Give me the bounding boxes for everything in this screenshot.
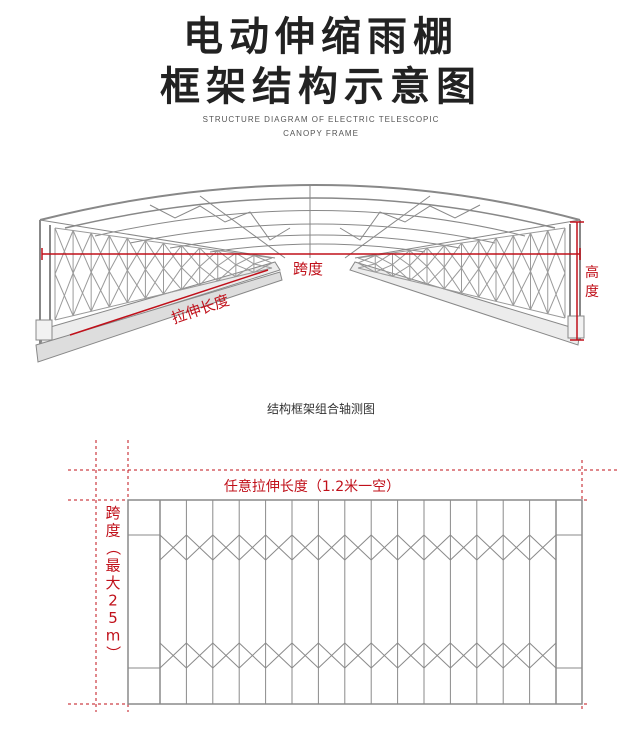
svg-text:度: 度: [105, 522, 120, 540]
svg-text:最: 最: [105, 557, 120, 575]
span-label: 跨度: [293, 260, 323, 278]
svg-text:）: ）: [104, 645, 122, 660]
svg-text:m: m: [106, 627, 121, 645]
height-label-1: 高: [585, 264, 599, 281]
height-label-2: 度: [585, 284, 599, 300]
subtitle-line-1: STRUCTURE DIAGRAM OF ELECTRIC TELESCOPIC: [202, 115, 440, 124]
title-line-2: 框架结构示意图: [160, 64, 482, 110]
svg-text:（: （: [104, 540, 122, 555]
title-line-1: 电动伸缩雨棚: [183, 14, 459, 60]
svg-text:跨: 跨: [105, 504, 120, 522]
subtitle-line-2: CANOPY FRAME: [283, 129, 359, 138]
svg-text:大: 大: [105, 574, 120, 592]
stretch-length-plan-label: 任意拉伸长度（1.2米一空）: [224, 478, 400, 495]
svg-text:5: 5: [108, 609, 118, 627]
axonometric-diagram: 跨度 拉伸长度 高 度: [35, 184, 599, 363]
axonometric-caption: 结构框架组合轴测图: [266, 402, 375, 416]
svg-text:2: 2: [108, 592, 118, 610]
